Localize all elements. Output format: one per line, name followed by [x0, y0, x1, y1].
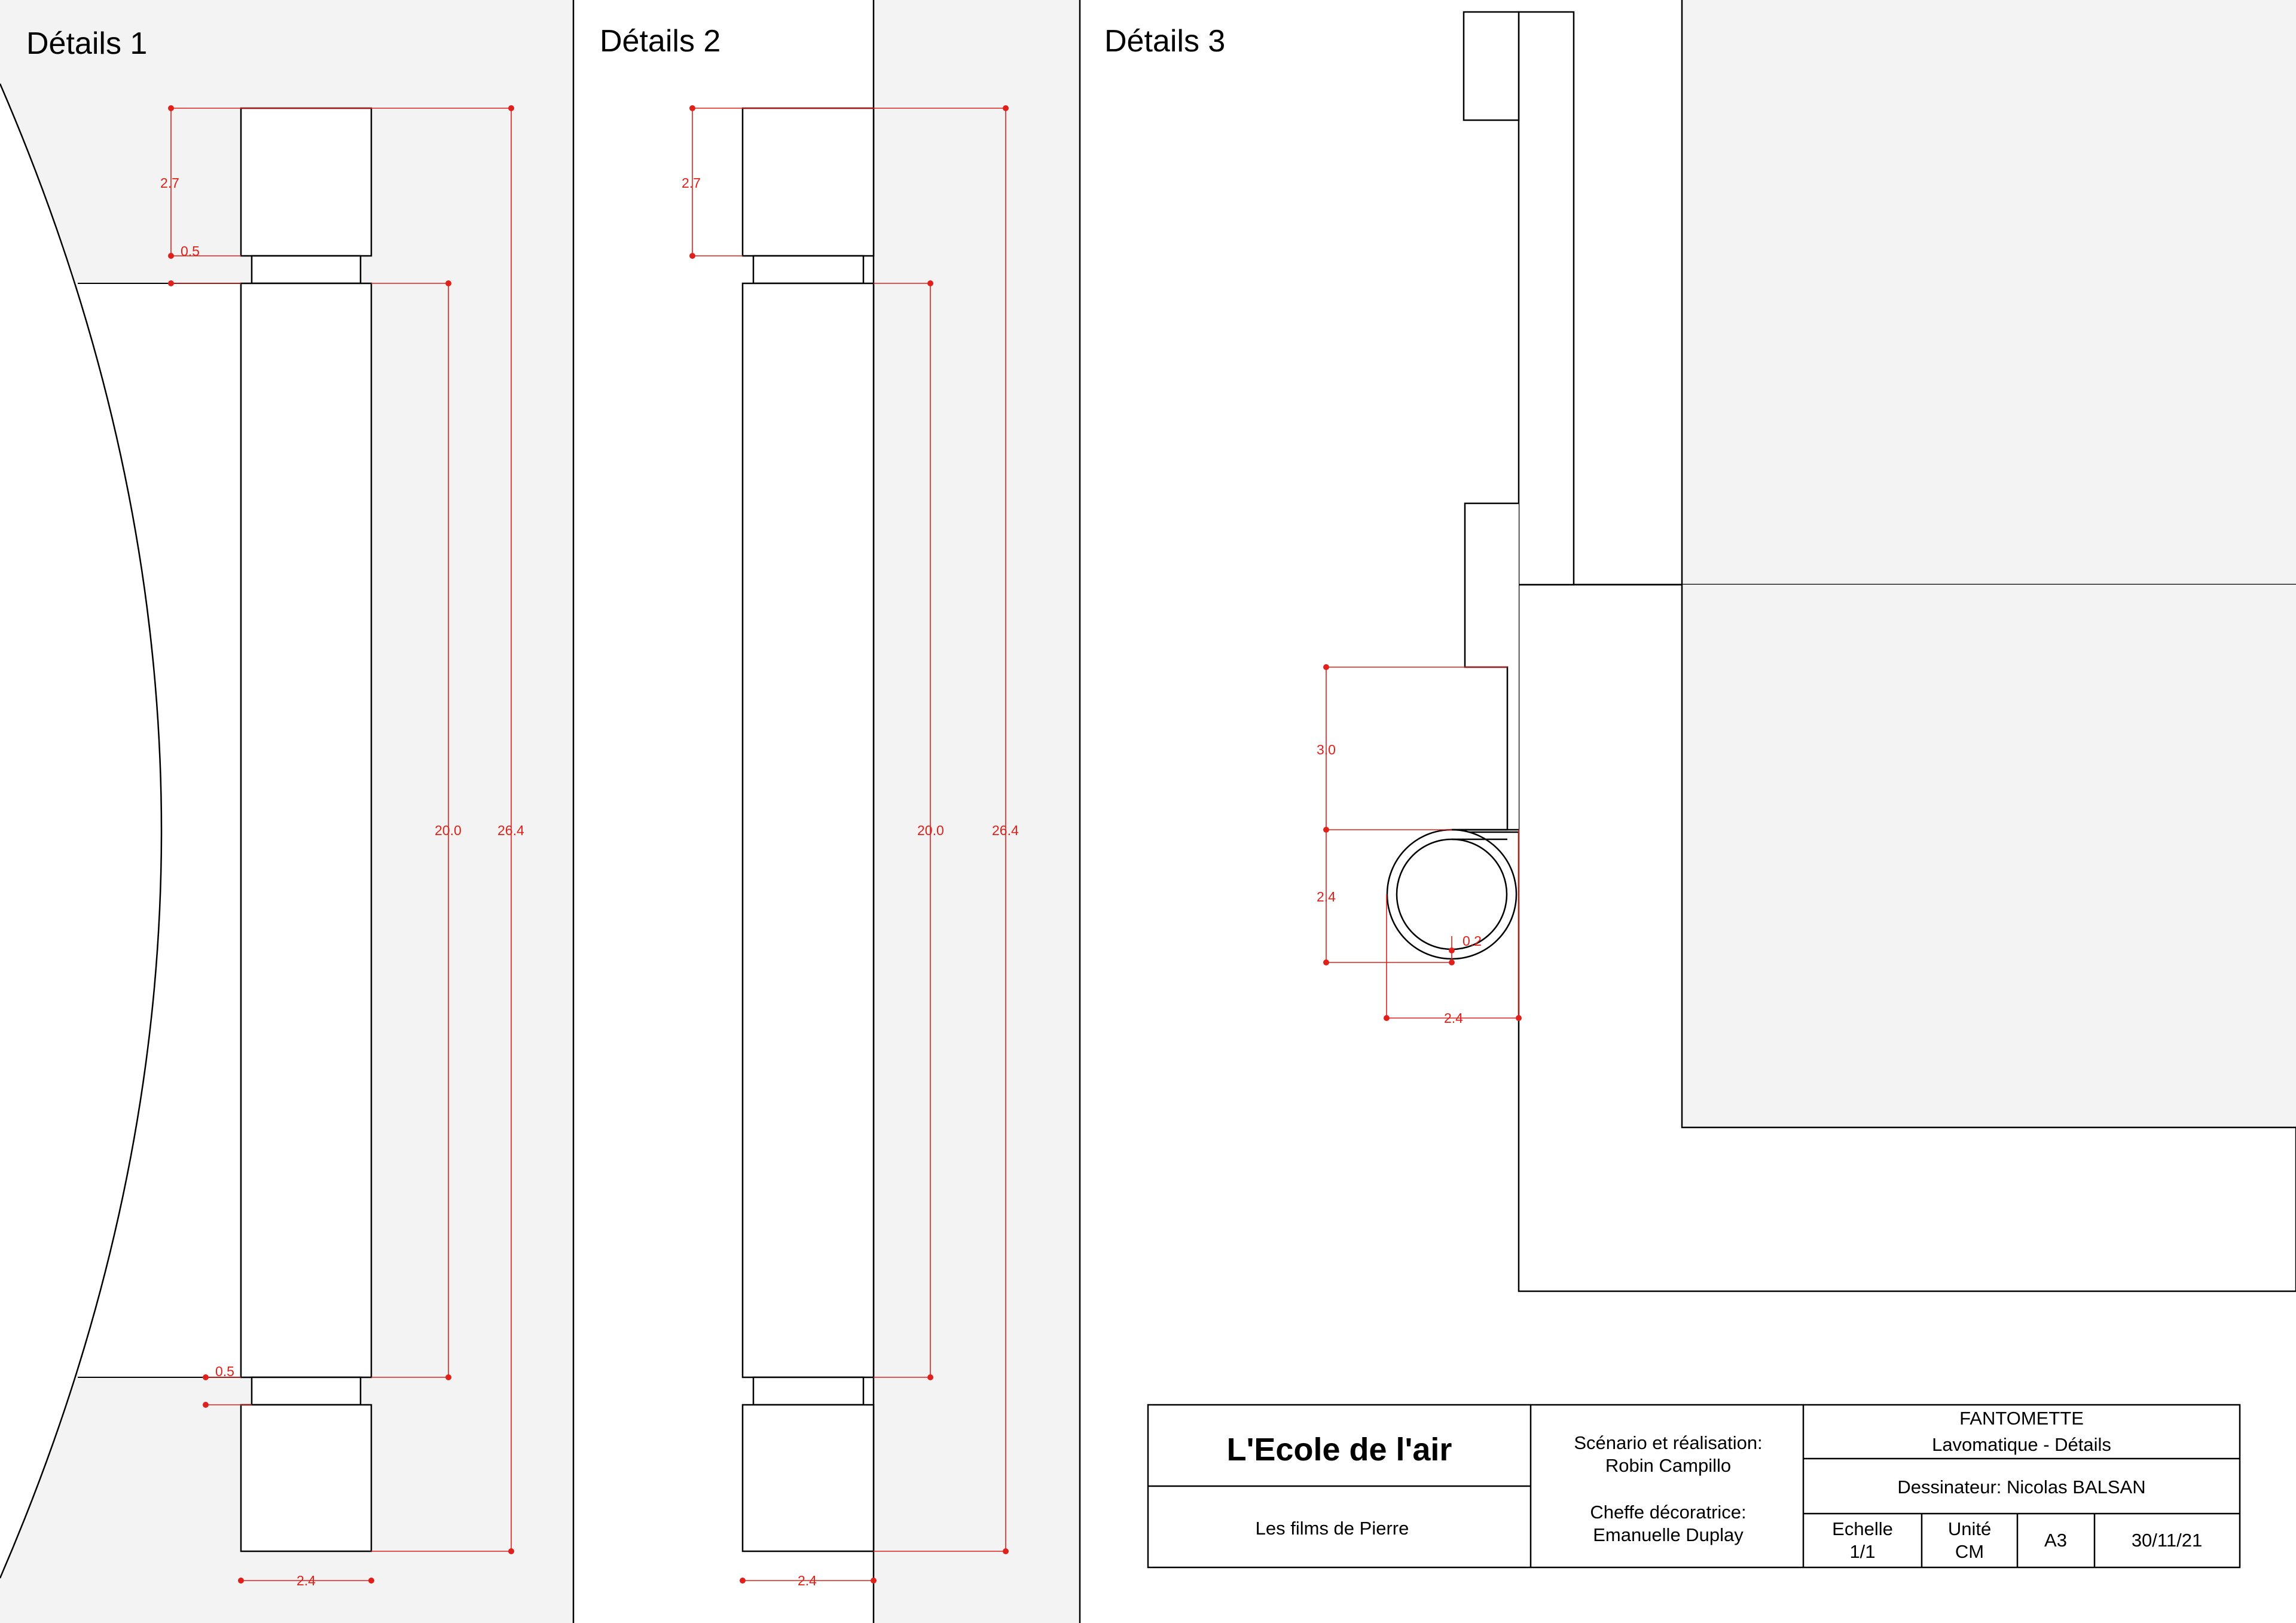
decor-label: Cheffe décoratrice: — [1590, 1502, 1746, 1523]
project-name: FANTOMETTE — [1959, 1408, 2084, 1429]
dim-p3-ring-width: 2.4 — [1444, 1010, 1463, 1026]
date-value: 30/11/21 — [2132, 1530, 2202, 1551]
panel-3-dimension-dots — [1323, 664, 1522, 1021]
dim-p1-width: 2.4 — [297, 1573, 316, 1588]
post-shaft — [240, 282, 373, 1379]
scenario-name: Robin Campillo — [1605, 1455, 1731, 1476]
post-half-top-collar — [752, 255, 865, 285]
panel-3-dimensions — [1326, 667, 1519, 1019]
panel-2-title: Détails 2 — [600, 24, 720, 59]
post-bottom-collar — [251, 1376, 362, 1406]
decor-name: Emanuelle Duplay — [1593, 1524, 1744, 1545]
upright-profile — [1518, 11, 1575, 586]
post-half-top-block — [741, 107, 875, 257]
unit-value: CM — [1955, 1541, 1984, 1562]
title-block: L'Ecole de l'air Les films de Pierre Scé… — [1147, 1404, 2241, 1569]
dim-p2-total: 26.4 — [992, 823, 1019, 838]
unit-label: Unité — [1948, 1518, 1991, 1539]
dim-p1-gap-bottom: 0.5 — [215, 1364, 234, 1379]
panel-details-1: Détails 1 2.7 0.5 20.0 26.4 0.5 — [0, 0, 573, 1623]
frame-inner-edge — [1519, 583, 2296, 1129]
frame-corner-grey — [1682, 585, 2296, 1127]
post-half-shaft — [741, 282, 875, 1379]
dim-p2-shaft: 20.0 — [917, 823, 944, 838]
post-half-bottom-block — [741, 1404, 875, 1552]
hinge-ring-inner — [1396, 838, 1508, 950]
dim-p1-top-height: 2.7 — [160, 175, 179, 191]
dim-p3-step: 3.0 — [1317, 742, 1336, 757]
post-top-block — [240, 107, 373, 257]
dim-p3-thickness: 0.2 — [1463, 933, 1482, 949]
scale-value: 1/1 — [1849, 1541, 1875, 1562]
panel-2-dimension-dots — [689, 105, 1009, 1584]
scenario-label: Scénario et réalisation: — [1574, 1432, 1762, 1453]
company-name: Les films de Pierre — [1256, 1518, 1409, 1539]
post-bottom-block — [240, 1404, 373, 1552]
panel-details-2: Détails 2 2.7 20.0 26.4 2.4 — [572, 0, 1080, 1623]
dim-p2-top-height: 2.7 — [682, 175, 701, 191]
dim-p2-width: 2.4 — [798, 1573, 817, 1588]
drafter-name: Dessinateur: Nicolas BALSAN — [1897, 1477, 2145, 1497]
dim-p3-ring-height: 2.4 — [1317, 889, 1336, 904]
panel-1-white-band — [78, 283, 239, 1377]
dim-p1-total: 26.4 — [497, 823, 524, 838]
scale-label: Echelle — [1832, 1518, 1893, 1539]
dim-p1-shaft: 20.0 — [435, 823, 462, 838]
post-half-bottom-collar — [752, 1376, 865, 1406]
panel-2-grey-region — [874, 0, 1080, 1623]
panel-1-title: Détails 1 — [26, 26, 147, 61]
post-top-collar — [251, 255, 362, 285]
sheet-name: Lavomatique - Détails — [1932, 1434, 2111, 1455]
panel-3-title: Détails 3 — [1104, 24, 1225, 59]
panel-2-dimensions — [692, 108, 1006, 1581]
panel-1-dimension-dots — [168, 105, 514, 1584]
dim-p1-gap-top: 0.5 — [181, 243, 200, 259]
panel-1-dimensions — [170, 108, 512, 1581]
panel-1-arc — [0, 83, 163, 1579]
panel-details-3: Détails 3 3.0 2.4 0.2 2.4 — [1079, 0, 2296, 1623]
format-value: A3 — [2044, 1530, 2067, 1551]
top-clip — [1463, 11, 1520, 121]
school-title: L'Ecole de l'air — [1227, 1432, 1452, 1468]
